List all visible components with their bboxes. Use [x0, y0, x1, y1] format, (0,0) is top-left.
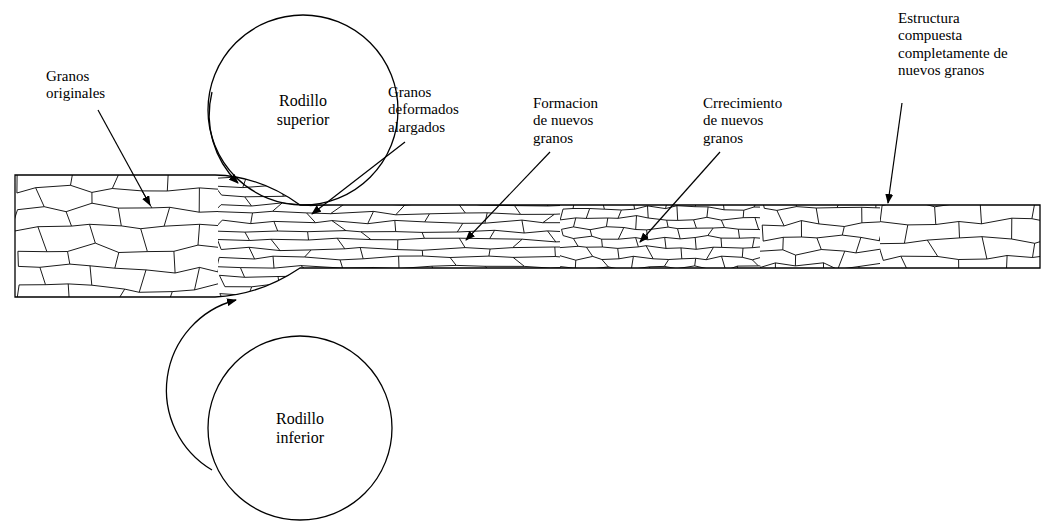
grain-boundaries: [15, 168, 218, 305]
leader-arrow: [312, 142, 405, 214]
callout-label: Granos originales: [46, 68, 128, 103]
roller-circle: Rodillo inferior: [206, 334, 394, 522]
leader-arrow: [98, 110, 150, 205]
grain-boundaries: [880, 168, 1040, 305]
leader-arrow: [888, 103, 902, 203]
grain-boundaries: [760, 168, 880, 305]
grain-boundaries: [560, 168, 760, 305]
callout-label: Formacion de nuevos granos: [533, 95, 615, 147]
roller-label: Rodillo superior: [263, 91, 343, 129]
roller-outline: [206, 13, 400, 207]
metal-strip: [15, 175, 1040, 297]
callout-label: Granos deformados alargados: [388, 84, 480, 136]
leader-arrow: [640, 152, 720, 242]
roller-outline: [206, 334, 394, 522]
roller-circle: Rodillo superior: [206, 13, 400, 207]
rotation-arrow: [166, 300, 236, 470]
leader-arrow: [466, 152, 550, 240]
callout-label: Estructura compuesta completamente de nu…: [898, 10, 1008, 79]
roller-label: Rodillo inferior: [260, 409, 340, 447]
grain-texture: [10, 164, 1057, 334]
rotation-arrow: [209, 92, 238, 183]
callout-label: Crrecimiento de nuevos granos: [703, 95, 795, 147]
